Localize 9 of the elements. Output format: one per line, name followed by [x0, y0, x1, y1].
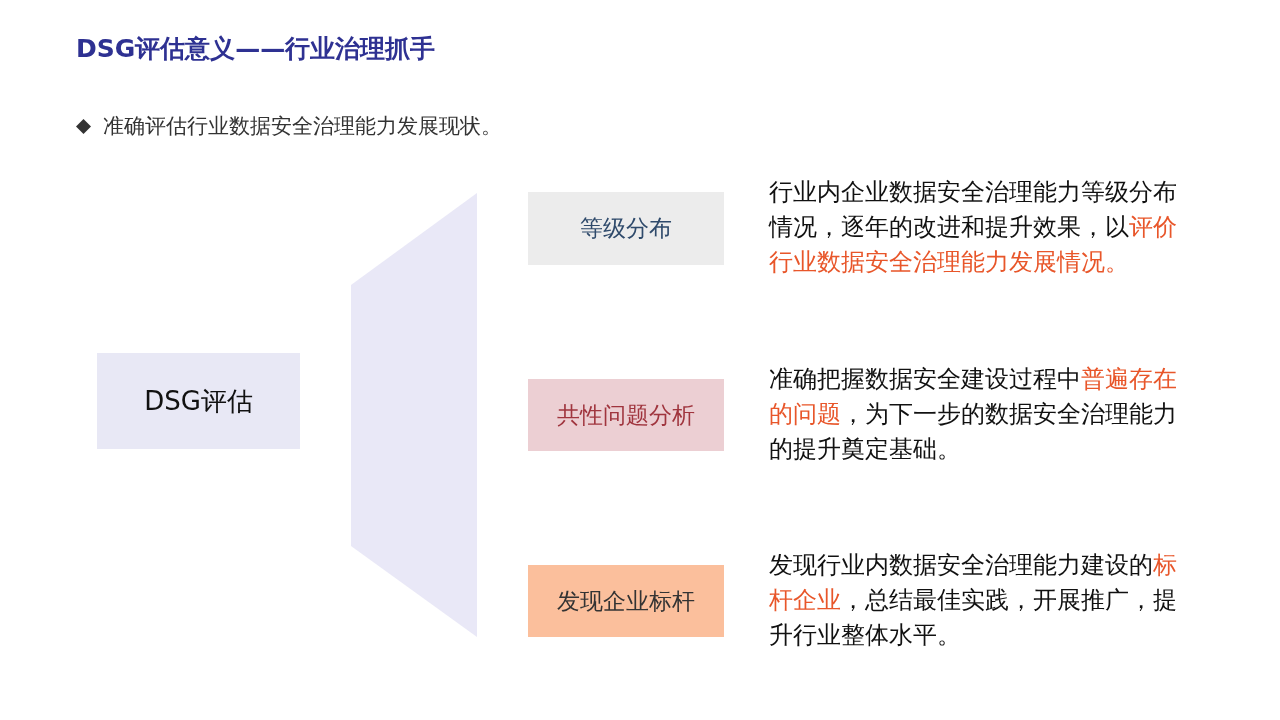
label-box: 发现企业标杆 [528, 565, 724, 637]
bullet-text: 准确评估行业数据安全治理能力发展现状。 [103, 113, 502, 140]
slide-title: DSG评估意义——行业治理抓手 [76, 33, 436, 65]
label-box: DSG评估 [97, 353, 300, 449]
description-text: 行业内企业数据安全治理能力等级分布情况，逐年的改进和提升效果，以评价行业数据安全治理能力发展情况。 [769, 177, 1178, 278]
description-text: 发现行业内数据安全治理能力建设的标杆企业，总结最佳实践，开展推广，提升行业整体水平。 [769, 550, 1178, 651]
description-text: 准确把握数据安全建设过程中普遍存在的问题，为下一步的数据安全治理能力的提升奠定基础。 [769, 364, 1178, 465]
label-box: 共性问题分析 [528, 379, 724, 451]
label-box: 等级分布 [528, 192, 724, 265]
